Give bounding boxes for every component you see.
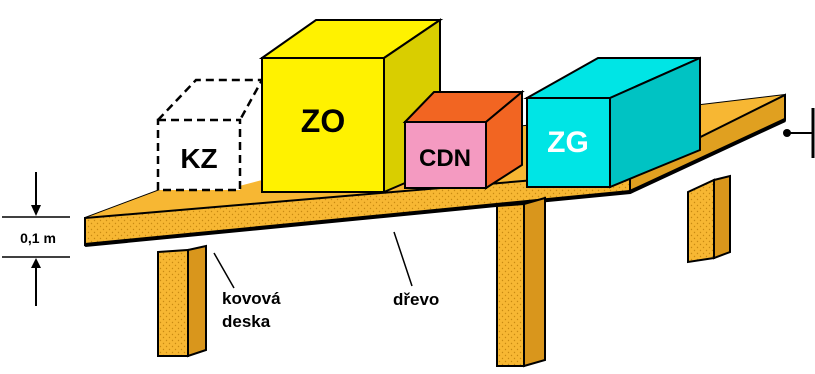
metal-plate-annotation: kovová deska <box>213 252 281 331</box>
zg-box: ZG <box>523 56 701 189</box>
wood-annotation: dřevo <box>393 231 439 309</box>
ground-connector <box>783 108 815 158</box>
table-back-legs <box>687 174 731 264</box>
wood-label: dřevo <box>393 290 439 309</box>
cdn-box: CDN <box>402 89 525 190</box>
zg-label: ZG <box>547 126 589 159</box>
cdn-label: CDN <box>419 145 471 172</box>
zo-label: ZO <box>301 103 345 139</box>
table-front-legs <box>157 196 546 368</box>
metal-plate-label-line2: deska <box>222 312 271 331</box>
metal-plate-label-line1: kovová <box>222 289 281 308</box>
height-label: 0,1 m <box>20 230 56 246</box>
zo-box: ZO <box>258 18 444 194</box>
kz-label: KZ <box>180 143 217 174</box>
kz-box: KZ <box>156 78 265 192</box>
height-dimension: 0,1 m <box>2 172 70 306</box>
